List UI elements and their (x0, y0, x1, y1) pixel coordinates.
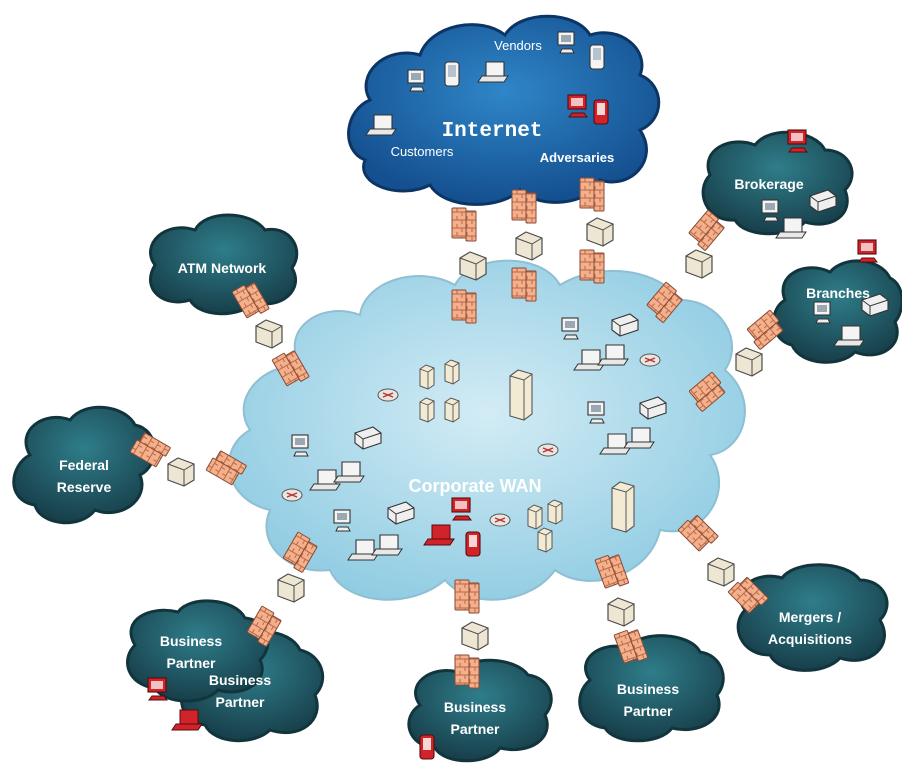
business-partner-front-label-line1: Business (160, 633, 222, 649)
business-partner-right-label-line2: Partner (623, 703, 673, 719)
mergers-label-line1: Mergers / (779, 609, 841, 625)
internet-cloud (347, 14, 661, 206)
adversaries-label: Adversaries (540, 150, 614, 165)
business-partner-bottom-label-line2: Partner (450, 721, 500, 737)
branches-label: Branches (806, 285, 870, 301)
federal-reserve-cloud (12, 405, 156, 525)
business-partner-bottom-label-line1: Business (444, 699, 506, 715)
business-partner-front-label-line2: Partner (166, 655, 216, 671)
atm-network-cloud (148, 213, 299, 316)
wan-devices (281, 313, 667, 561)
corporate-wan-label: Corporate WAN (408, 476, 541, 496)
atm-network-label: ATM Network (178, 260, 267, 276)
federal-reserve-link (129, 430, 248, 487)
internet-label: Internet (442, 120, 543, 143)
business-partner-back-label-line1: Business (209, 672, 271, 688)
customers-label: Customers (391, 144, 454, 159)
brokerage-label: Brokerage (734, 176, 803, 192)
partner-devices (147, 677, 435, 760)
business-partner-right-label-line1: Business (617, 681, 679, 697)
mergers-acquisitions-cloud (736, 563, 889, 672)
vendors-label: Vendors (494, 38, 542, 53)
mergers-link (677, 512, 769, 616)
federal-reserve-label-line2: Reserve (57, 479, 112, 495)
federal-reserve-label-line1: Federal (59, 457, 109, 473)
branches-cloud (772, 259, 902, 364)
mergers-label-line2: Acquisitions (768, 631, 852, 647)
business-partner-back-label-line2: Partner (215, 694, 265, 710)
